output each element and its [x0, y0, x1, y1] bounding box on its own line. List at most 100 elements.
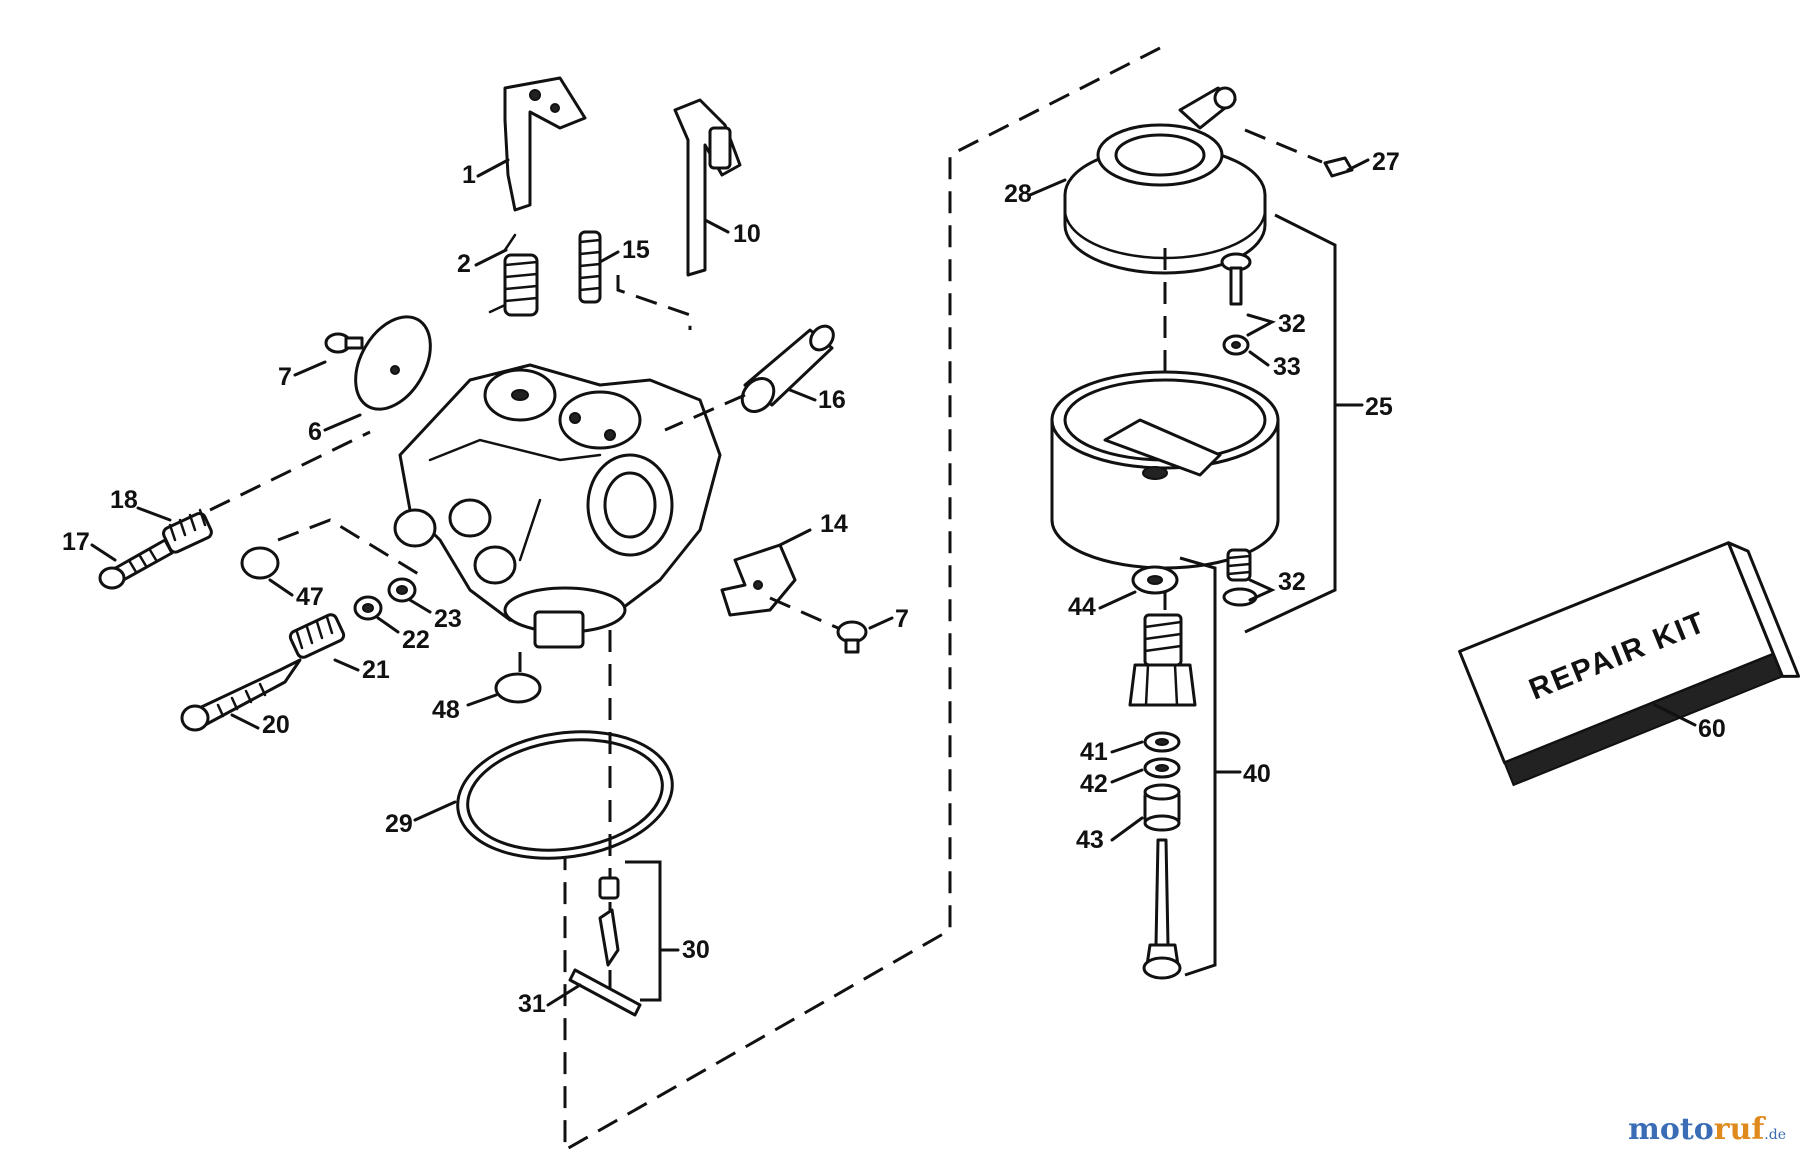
leader-7a	[293, 360, 327, 377]
assembly-dashed-outline	[563, 46, 1161, 1153]
callout-14: 14	[820, 510, 848, 538]
float-pin-part	[1323, 156, 1354, 178]
callout-42: 42	[1080, 770, 1108, 798]
main-jet-needle-part	[1142, 838, 1182, 980]
brand-watermark-main: moto	[1628, 1112, 1714, 1147]
leader-48	[466, 693, 498, 707]
main-needle-part	[180, 658, 302, 732]
callout-40: 40	[1243, 760, 1271, 788]
leader-10	[703, 218, 730, 234]
dash-15	[616, 275, 692, 330]
bracket-25	[1244, 213, 1337, 634]
leader-41	[1110, 740, 1144, 754]
seat-plug-part	[494, 672, 542, 704]
callout-31: 31	[518, 990, 546, 1018]
dash-47	[277, 518, 421, 577]
leader-7b	[868, 616, 894, 630]
throttle-spring-part	[488, 233, 539, 317]
throttle-plate-part	[720, 543, 797, 617]
brand-watermark-accent: ruf	[1713, 1112, 1765, 1147]
callout-29: 29	[385, 810, 413, 838]
callout-43: 43	[1076, 826, 1104, 854]
choke-screw-part	[324, 332, 364, 354]
float-screw-32-part	[1220, 252, 1252, 306]
callout-21: 21	[362, 656, 390, 684]
leader-32b	[1248, 578, 1276, 602]
leader-16	[788, 388, 817, 402]
welch-plug-part	[240, 546, 280, 580]
leader-47	[268, 578, 294, 597]
leader-2	[474, 248, 508, 267]
leader-60	[1653, 703, 1697, 727]
callout-41: 41	[1080, 738, 1108, 766]
bracket-40	[1179, 556, 1217, 977]
leader-42	[1110, 768, 1144, 784]
callout-1: 1	[462, 161, 476, 189]
callout-28: 28	[1004, 180, 1032, 208]
bowl-spring-32-part	[1222, 548, 1258, 607]
callout-15: 15	[622, 236, 650, 264]
leader-22	[376, 616, 400, 634]
throttle-screw-part	[836, 620, 868, 654]
callout-18: 18	[110, 486, 138, 514]
leader-44	[1098, 590, 1137, 610]
callout-48: 48	[432, 696, 460, 724]
dash-16	[664, 393, 746, 432]
leader-31	[546, 983, 582, 1007]
leader-32a	[1246, 313, 1276, 337]
leader-1	[476, 158, 510, 178]
choke-plate-part	[354, 315, 432, 411]
choke-shaft-part	[673, 98, 742, 277]
leader-17	[90, 543, 117, 562]
callout-2: 2	[457, 250, 471, 278]
leader-28	[1028, 178, 1067, 197]
float-bowl-part	[1050, 370, 1280, 570]
leader-23	[408, 598, 432, 614]
bowl-gasket-part	[456, 730, 674, 860]
callout-32a: 32	[1278, 310, 1306, 338]
callout-44: 44	[1068, 593, 1096, 621]
callout-27: 27	[1372, 148, 1400, 176]
dash-18	[209, 430, 371, 512]
dash-27	[1244, 128, 1323, 164]
brand-watermark: motoruf.de	[1628, 1112, 1786, 1147]
callout-16: 16	[818, 386, 846, 414]
leader-18	[136, 506, 172, 522]
leader-33	[1248, 350, 1270, 367]
callout-47: 47	[296, 583, 324, 611]
idle-mixture-spring-part	[162, 508, 213, 554]
callout-32b: 32	[1278, 568, 1306, 596]
leader-14	[778, 528, 812, 547]
leader-20	[230, 713, 260, 730]
idle-mixture-screw-part	[98, 538, 174, 590]
callout-60: 60	[1698, 715, 1726, 743]
bowl-nut-part	[1128, 613, 1197, 707]
callout-6: 6	[308, 418, 322, 446]
callout-10: 10	[733, 220, 761, 248]
repair-kit-box-part: REPAIR KIT	[1458, 541, 1800, 787]
callout-33: 33	[1273, 353, 1301, 381]
needle-clip-part	[568, 968, 642, 1017]
idle-spring-part	[578, 230, 602, 304]
fuel-inlet-part	[740, 324, 835, 413]
float-bowl-top-part	[1063, 86, 1267, 275]
bracket-30	[625, 860, 662, 1002]
leader-21	[333, 658, 360, 672]
callout-17: 17	[62, 528, 90, 556]
leader-27	[1346, 158, 1370, 172]
inlet-needle-part	[598, 876, 620, 967]
seal-43-part	[1143, 783, 1181, 832]
leader-15	[598, 250, 620, 264]
leader-6	[323, 413, 362, 432]
brand-watermark-suffix: .de	[1764, 1127, 1786, 1143]
throttle-lever-part	[503, 76, 587, 212]
callout-7b: 7	[895, 605, 909, 633]
callout-23: 23	[434, 605, 462, 633]
leader-29	[413, 800, 457, 822]
callout-30: 30	[682, 936, 710, 964]
callout-25: 25	[1365, 393, 1393, 421]
dash-14	[769, 596, 839, 630]
callout-7a: 7	[278, 363, 292, 391]
